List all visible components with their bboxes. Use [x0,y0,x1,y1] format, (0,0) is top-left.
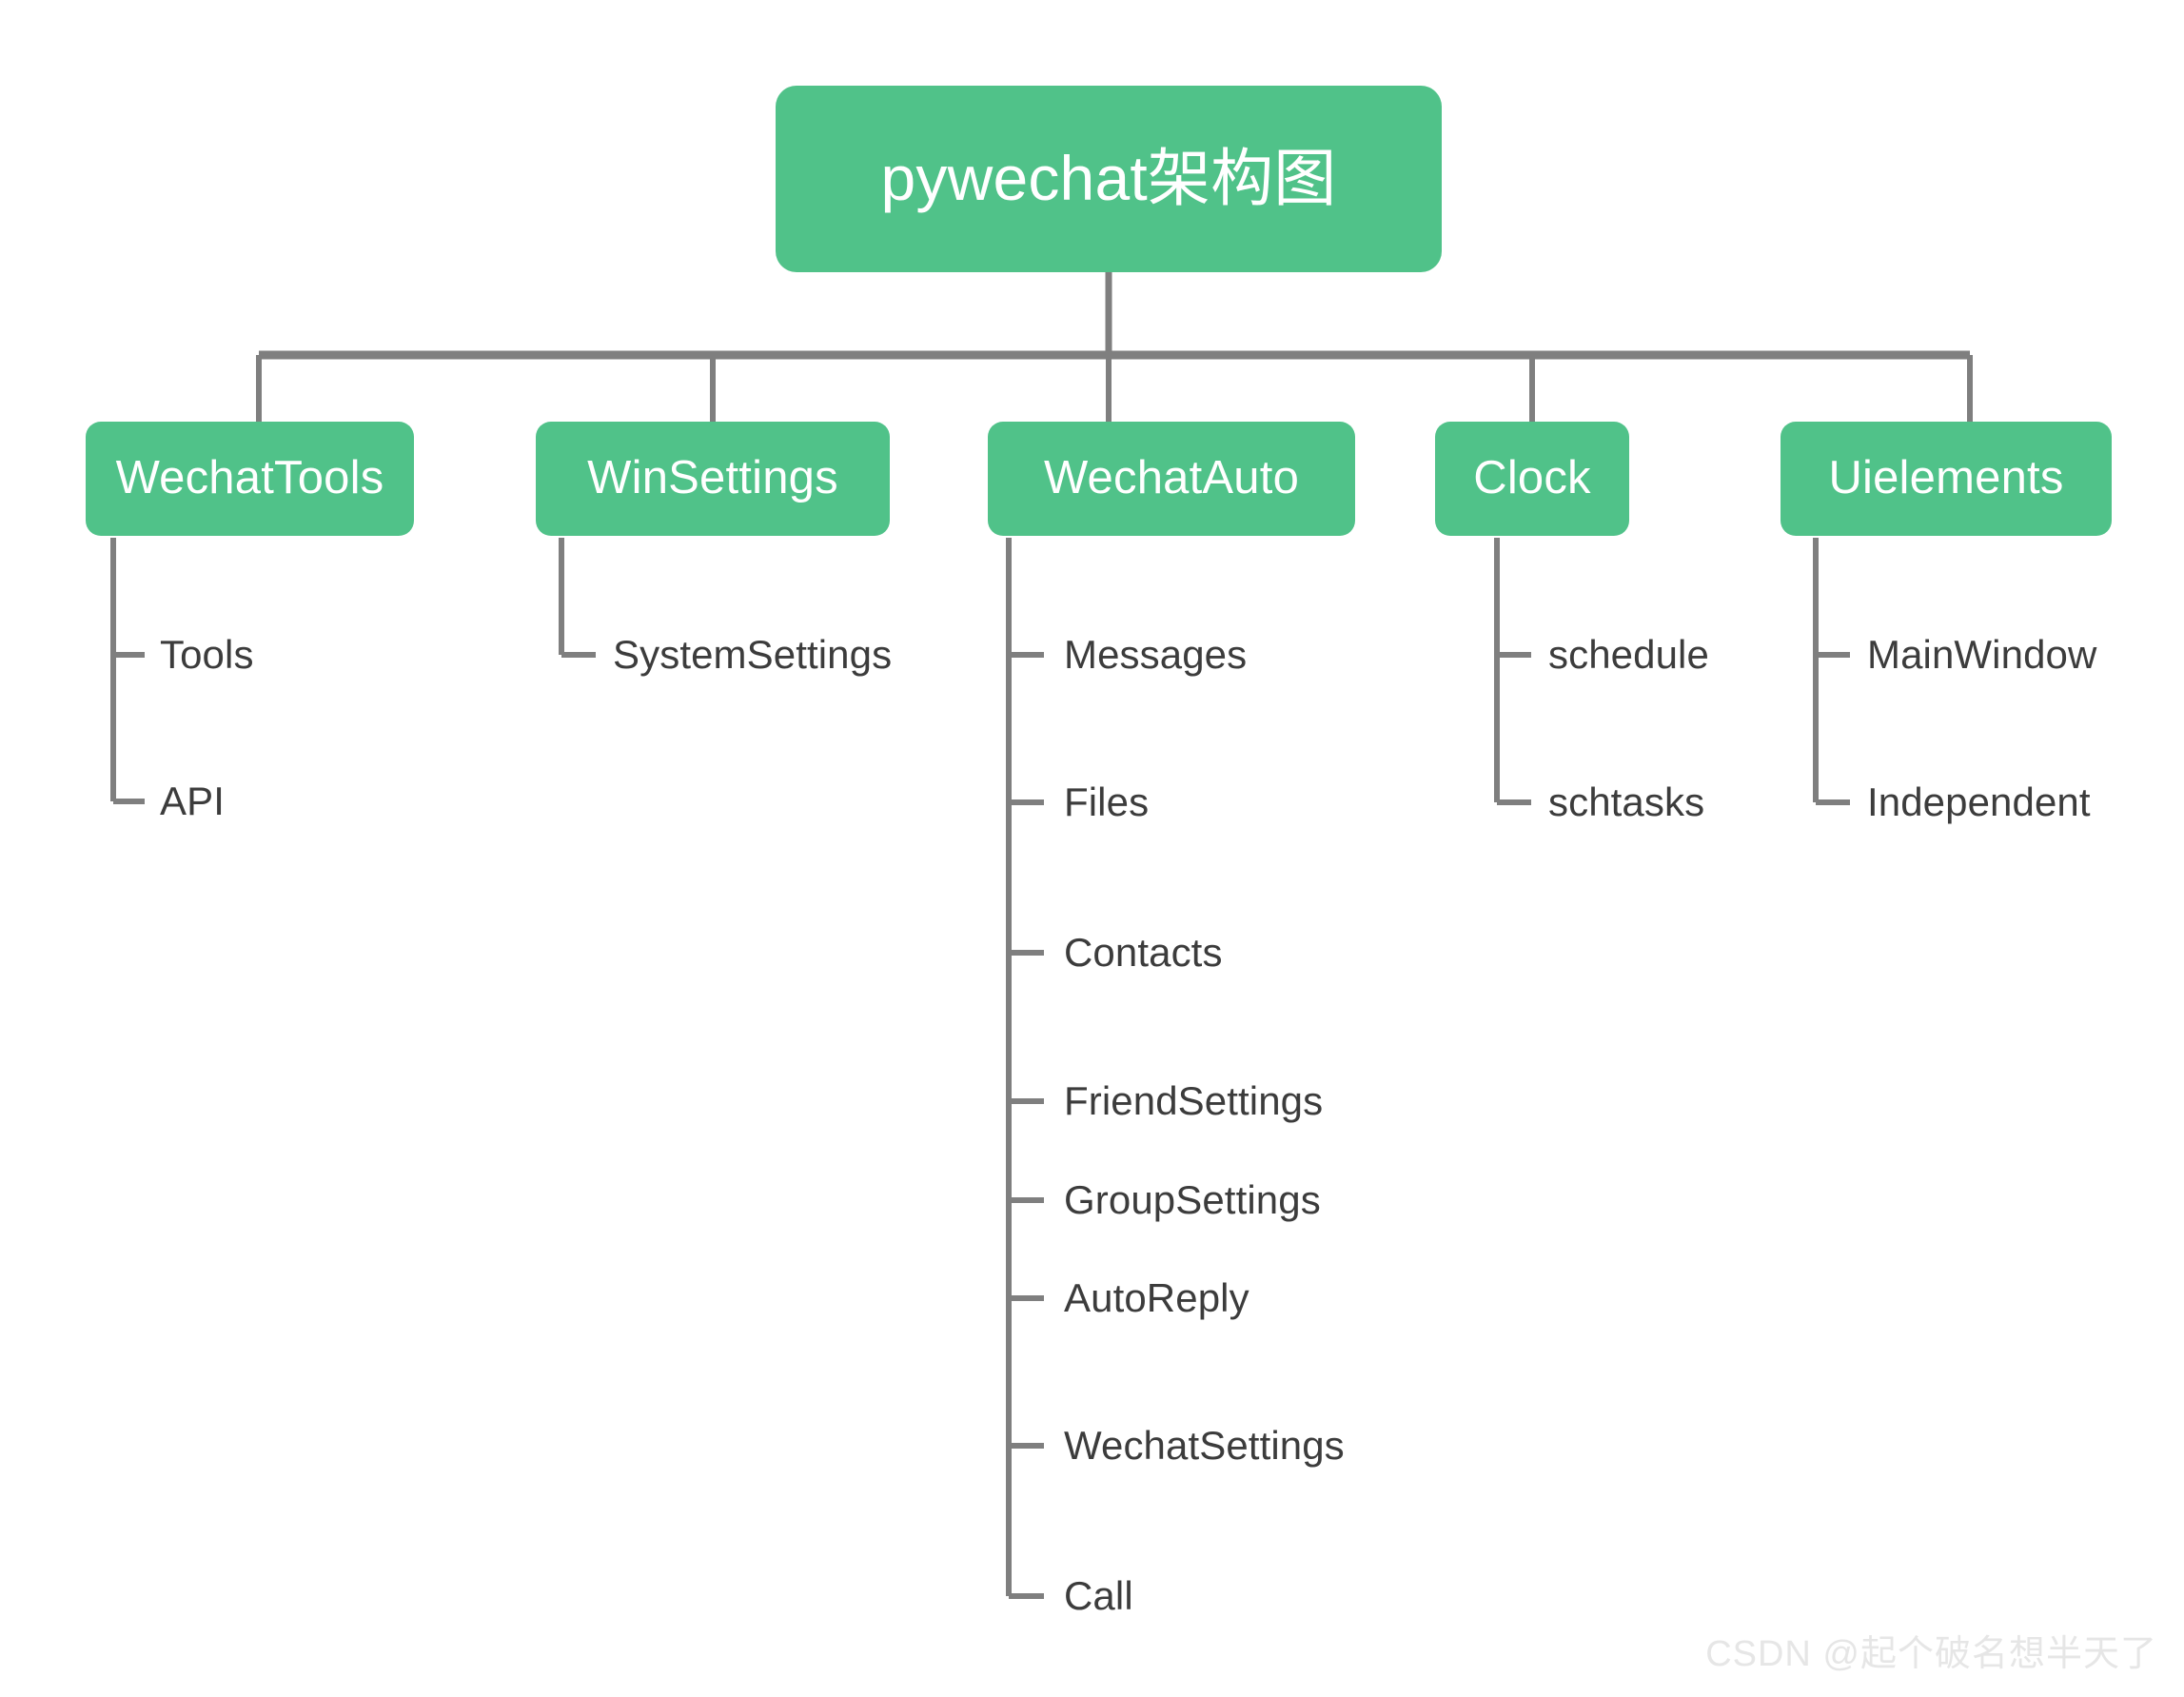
leaf-autoreply[interactable]: AutoReply [1064,1275,1249,1320]
leaf-independent[interactable]: Independent [1867,779,2091,824]
leaf-systemsettings[interactable]: SystemSettings [613,632,893,677]
leaf-schtasks[interactable]: schtasks [1548,779,1705,824]
leaf-files[interactable]: Files [1064,779,1150,824]
root-node-pywechat[interactable]: pywechat架构图 [776,86,1442,272]
branch-node-wechatauto[interactable]: WechatAuto [988,422,1355,536]
branch-node-uielements[interactable]: Uielements [1781,422,2112,536]
leaf-mainwindow[interactable]: MainWindow [1867,632,2097,677]
leaf-messages[interactable]: Messages [1064,632,1248,677]
leaf-wechatsettings[interactable]: WechatSettings [1064,1423,1345,1468]
leaf-groupsettings[interactable]: GroupSettings [1064,1177,1321,1222]
branch-node-wechattools[interactable]: WechatTools [86,422,414,536]
leaf-api[interactable]: API [160,779,225,823]
leaf-call[interactable]: Call [1064,1573,1133,1618]
leaf-tools[interactable]: Tools [160,632,254,677]
leaf-friendsettings[interactable]: FriendSettings [1064,1078,1324,1123]
branch-node-winsettings[interactable]: WinSettings [536,422,890,536]
leaf-schedule[interactable]: schedule [1548,632,1709,677]
branch-node-clock[interactable]: Clock [1435,422,1629,536]
csdn-watermark: CSDN @起个破名想半天了 [1705,1634,2157,1674]
leaf-contacts[interactable]: Contacts [1064,930,1223,975]
